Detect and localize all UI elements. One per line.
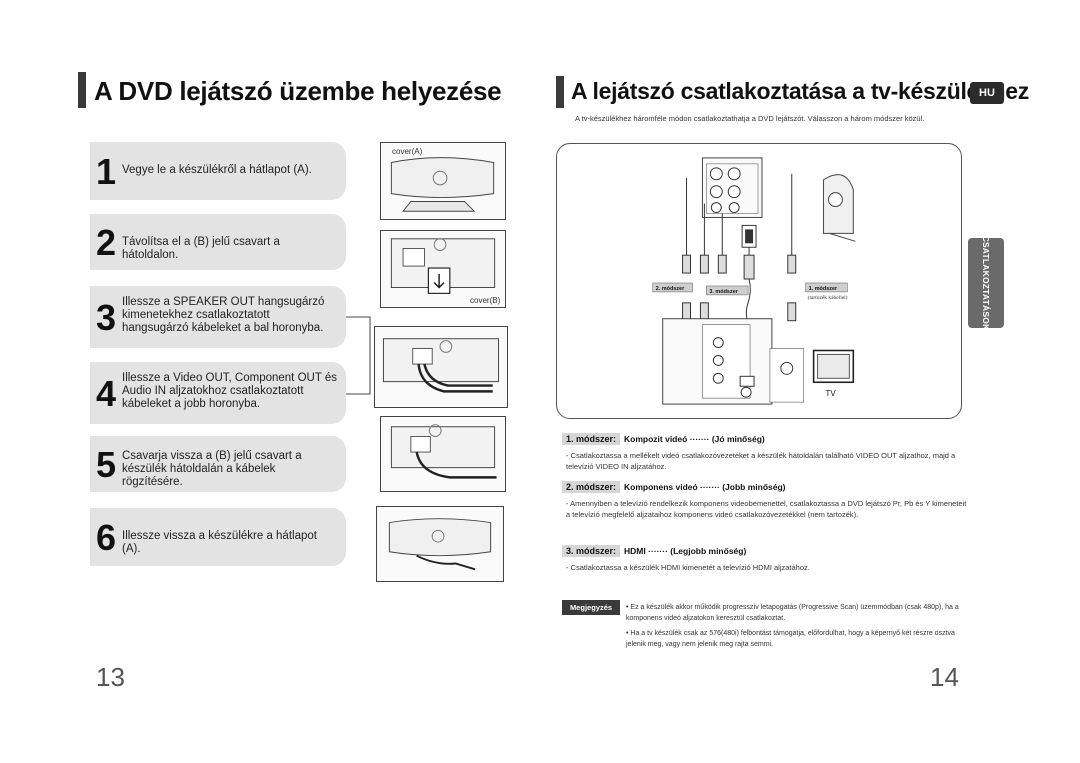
right-title-bar (556, 76, 564, 108)
step-text: Illessze vissza a készülékre a hátlapot … (122, 530, 317, 555)
step-1: 1 Vegye le a készülékről a hátlapot (A). (90, 142, 346, 200)
step-number: 5 (96, 444, 117, 485)
step-number: 3 (96, 297, 117, 338)
step-4: 4 Illessze a Video OUT, Component OUT és… (90, 362, 346, 424)
illustration-remove-screw (380, 230, 506, 308)
connection-diagram: TV 2. módszer 3. módszer 1. módszer (tar… (556, 143, 962, 419)
illustration-screw-back (380, 416, 506, 492)
method-1-name: Kompozit videó ······· (Jó minőség) (624, 434, 765, 444)
page-number-left: 13 (96, 662, 125, 692)
right-page-title: A lejátszó csatlakoztatása a tv-készülék… (571, 78, 1029, 104)
method-2-heading: 2. módszer:Komponens videó ······· (Jobb… (562, 481, 786, 495)
intro-text: A tv-készülékhez háromféle módon csatlak… (575, 114, 925, 123)
step-3: 3 Illessze a SPEAKER OUT hangsugárzó kim… (90, 286, 346, 348)
step-text: Csavarja vissza a (B) jelű csavart a kés… (122, 450, 302, 488)
diagram-method1-label: 1. módszer (809, 286, 838, 292)
diagram-method3-label: 3. módszer (709, 289, 738, 295)
method-3-name: HDMI ······· (Legjobb minőség) (624, 546, 747, 556)
step-number: 4 (96, 373, 117, 414)
method-1-tag: 1. módszer: (562, 433, 621, 445)
step-number: 6 (96, 517, 117, 558)
note-item-2: • Ha a tv készülék csak az 576(480i) fel… (626, 630, 955, 648)
step-number: 2 (96, 222, 117, 263)
step-6: 6 Illessze vissza a készülékre a hátlapo… (90, 508, 346, 566)
step-text: Illessze a Video OUT, Component OUT és A… (122, 372, 337, 410)
method-2-tag: 2. módszer: (562, 481, 621, 493)
step-2: 2 Távolítsa el a (B) jelű csavart a háto… (90, 214, 346, 270)
step-5: 5 Csavarja vissza a (B) jelű csavart a k… (90, 436, 346, 492)
left-page-title: A DVD lejátszó üzembe helyezése (94, 76, 502, 106)
language-badge: HU (970, 82, 1004, 104)
side-tab-label: CSATLAKOZTATÁSOK (981, 235, 991, 331)
method-1-description: - Csatlakoztassa a mellékelt videó csatl… (566, 451, 956, 471)
note-tag: Megjegyzés (562, 600, 620, 615)
diagram-method2-label: 2. módszer (656, 286, 685, 292)
note-item-1: • Ez a készülék akkor működik progresszí… (626, 604, 959, 622)
method-3-heading: 3. módszer:HDMI ······· (Legjobb minőség… (562, 545, 747, 559)
illustration-remove-cover (380, 142, 506, 220)
illustration-cable-grooves (374, 326, 508, 408)
step-text: Vegye le a készülékről a hátlapot (A). (122, 164, 312, 176)
method-2-description: - Amennyiben a televízió rendelkezik kom… (566, 499, 967, 519)
illustration-replace-cover (376, 506, 504, 582)
step-text: Távolítsa el a (B) jelű csavart a hátold… (122, 236, 280, 261)
tv-label: TV (826, 389, 837, 398)
method-3-description: - Csatlakoztassa a készülék HDMI kimenet… (566, 563, 810, 572)
left-title-bar (78, 72, 86, 108)
cover-b-label: cover(B) (470, 296, 501, 305)
method-3-tag: 3. módszer: (562, 545, 621, 557)
step-text: Illessze a SPEAKER OUT hangsugárzó kimen… (122, 296, 325, 334)
method-2-name: Komponens videó ······· (Jobb minőség) (624, 482, 786, 492)
connector-line-steps-3-4 (346, 316, 371, 395)
diagram-accessory-label: (tartozék kábellel) (808, 294, 848, 301)
step-number: 1 (96, 151, 117, 192)
cover-a-label: cover(A) (392, 147, 423, 156)
method-1-heading: 1. módszer:Kompozit videó ······· (Jó mi… (562, 433, 765, 447)
page-number-right: 14 (930, 662, 959, 692)
section-side-tab: CSATLAKOZTATÁSOK (968, 235, 1004, 331)
